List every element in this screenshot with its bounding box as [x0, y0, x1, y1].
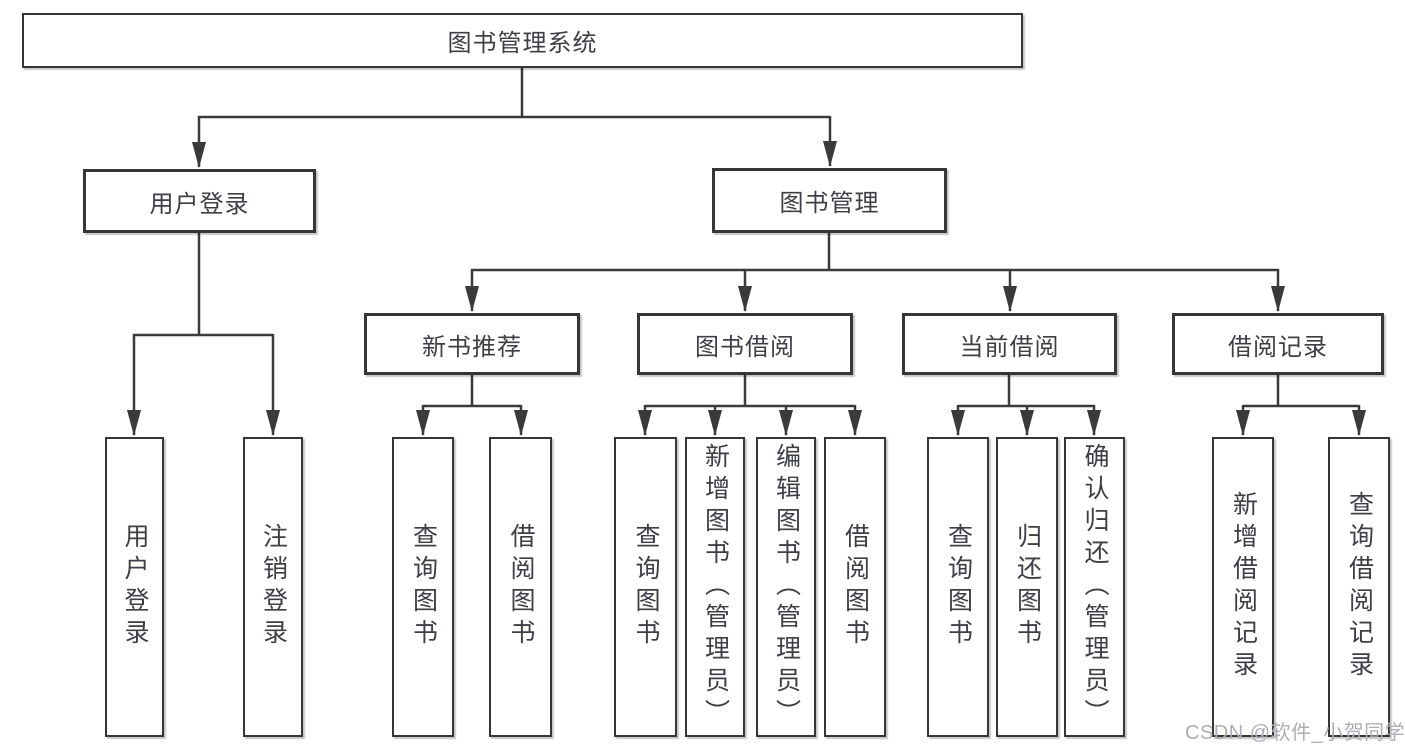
- node-current-borrow: 当前借阅: [902, 313, 1117, 375]
- node-user-login: 用户登录: [83, 169, 316, 233]
- leaf-query-book-2: 查询图书: [614, 437, 677, 737]
- leaf-borrow-book-1: 借阅图书: [489, 437, 552, 737]
- node-root: 图书管理系统: [22, 13, 1023, 68]
- leaf-query-book-1: 查询图书: [392, 437, 454, 737]
- leaf-query-book-3: 查询图书: [927, 437, 989, 737]
- leaf-add-book-admin-label: 新增图书（管理员）: [701, 443, 730, 731]
- node-book-management: 图书管理: [712, 168, 947, 233]
- leaf-confirm-return-admin-label: 确认归还（管理员）: [1081, 443, 1109, 731]
- leaf-confirm-return-admin: 确认归还（管理员）: [1064, 437, 1125, 737]
- leaf-user-login: 用户登录: [105, 437, 164, 737]
- node-borrow-records: 借阅记录: [1172, 313, 1384, 375]
- leaf-query-book-2-label: 查询图书: [632, 523, 660, 651]
- leaf-borrow-book-2-label: 借阅图书: [841, 523, 870, 651]
- leaf-borrow-book-2: 借阅图书: [824, 437, 886, 737]
- leaf-edit-book-admin-label: 编辑图书（管理员）: [772, 443, 801, 731]
- leaf-add-borrow-record: 新增借阅记录: [1212, 437, 1274, 737]
- watermark: CSDN @软件_小贺同学: [1185, 722, 1405, 744]
- leaf-logout-label: 注销登录: [259, 523, 288, 651]
- node-new-book-recommend: 新书推荐: [364, 313, 580, 375]
- leaf-query-book-1-label: 查询图书: [409, 523, 438, 651]
- leaf-query-borrow-record: 查询借阅记录: [1328, 437, 1390, 737]
- leaf-edit-book-admin: 编辑图书（管理员）: [756, 437, 816, 737]
- leaf-query-borrow-record-label: 查询借阅记录: [1345, 491, 1374, 683]
- leaf-borrow-book-1-label: 借阅图书: [507, 523, 535, 651]
- node-book-borrow: 图书借阅: [637, 313, 853, 375]
- leaf-add-book-admin: 新增图书（管理员）: [685, 437, 745, 737]
- leaf-query-book-3-label: 查询图书: [944, 523, 973, 651]
- leaf-return-book: 归还图书: [996, 437, 1058, 737]
- leaf-add-borrow-record-label: 新增借阅记录: [1229, 491, 1258, 683]
- leaf-user-login-label: 用户登录: [121, 523, 149, 651]
- leaf-return-book-label: 归还图书: [1013, 523, 1042, 651]
- leaf-logout: 注销登录: [243, 437, 303, 737]
